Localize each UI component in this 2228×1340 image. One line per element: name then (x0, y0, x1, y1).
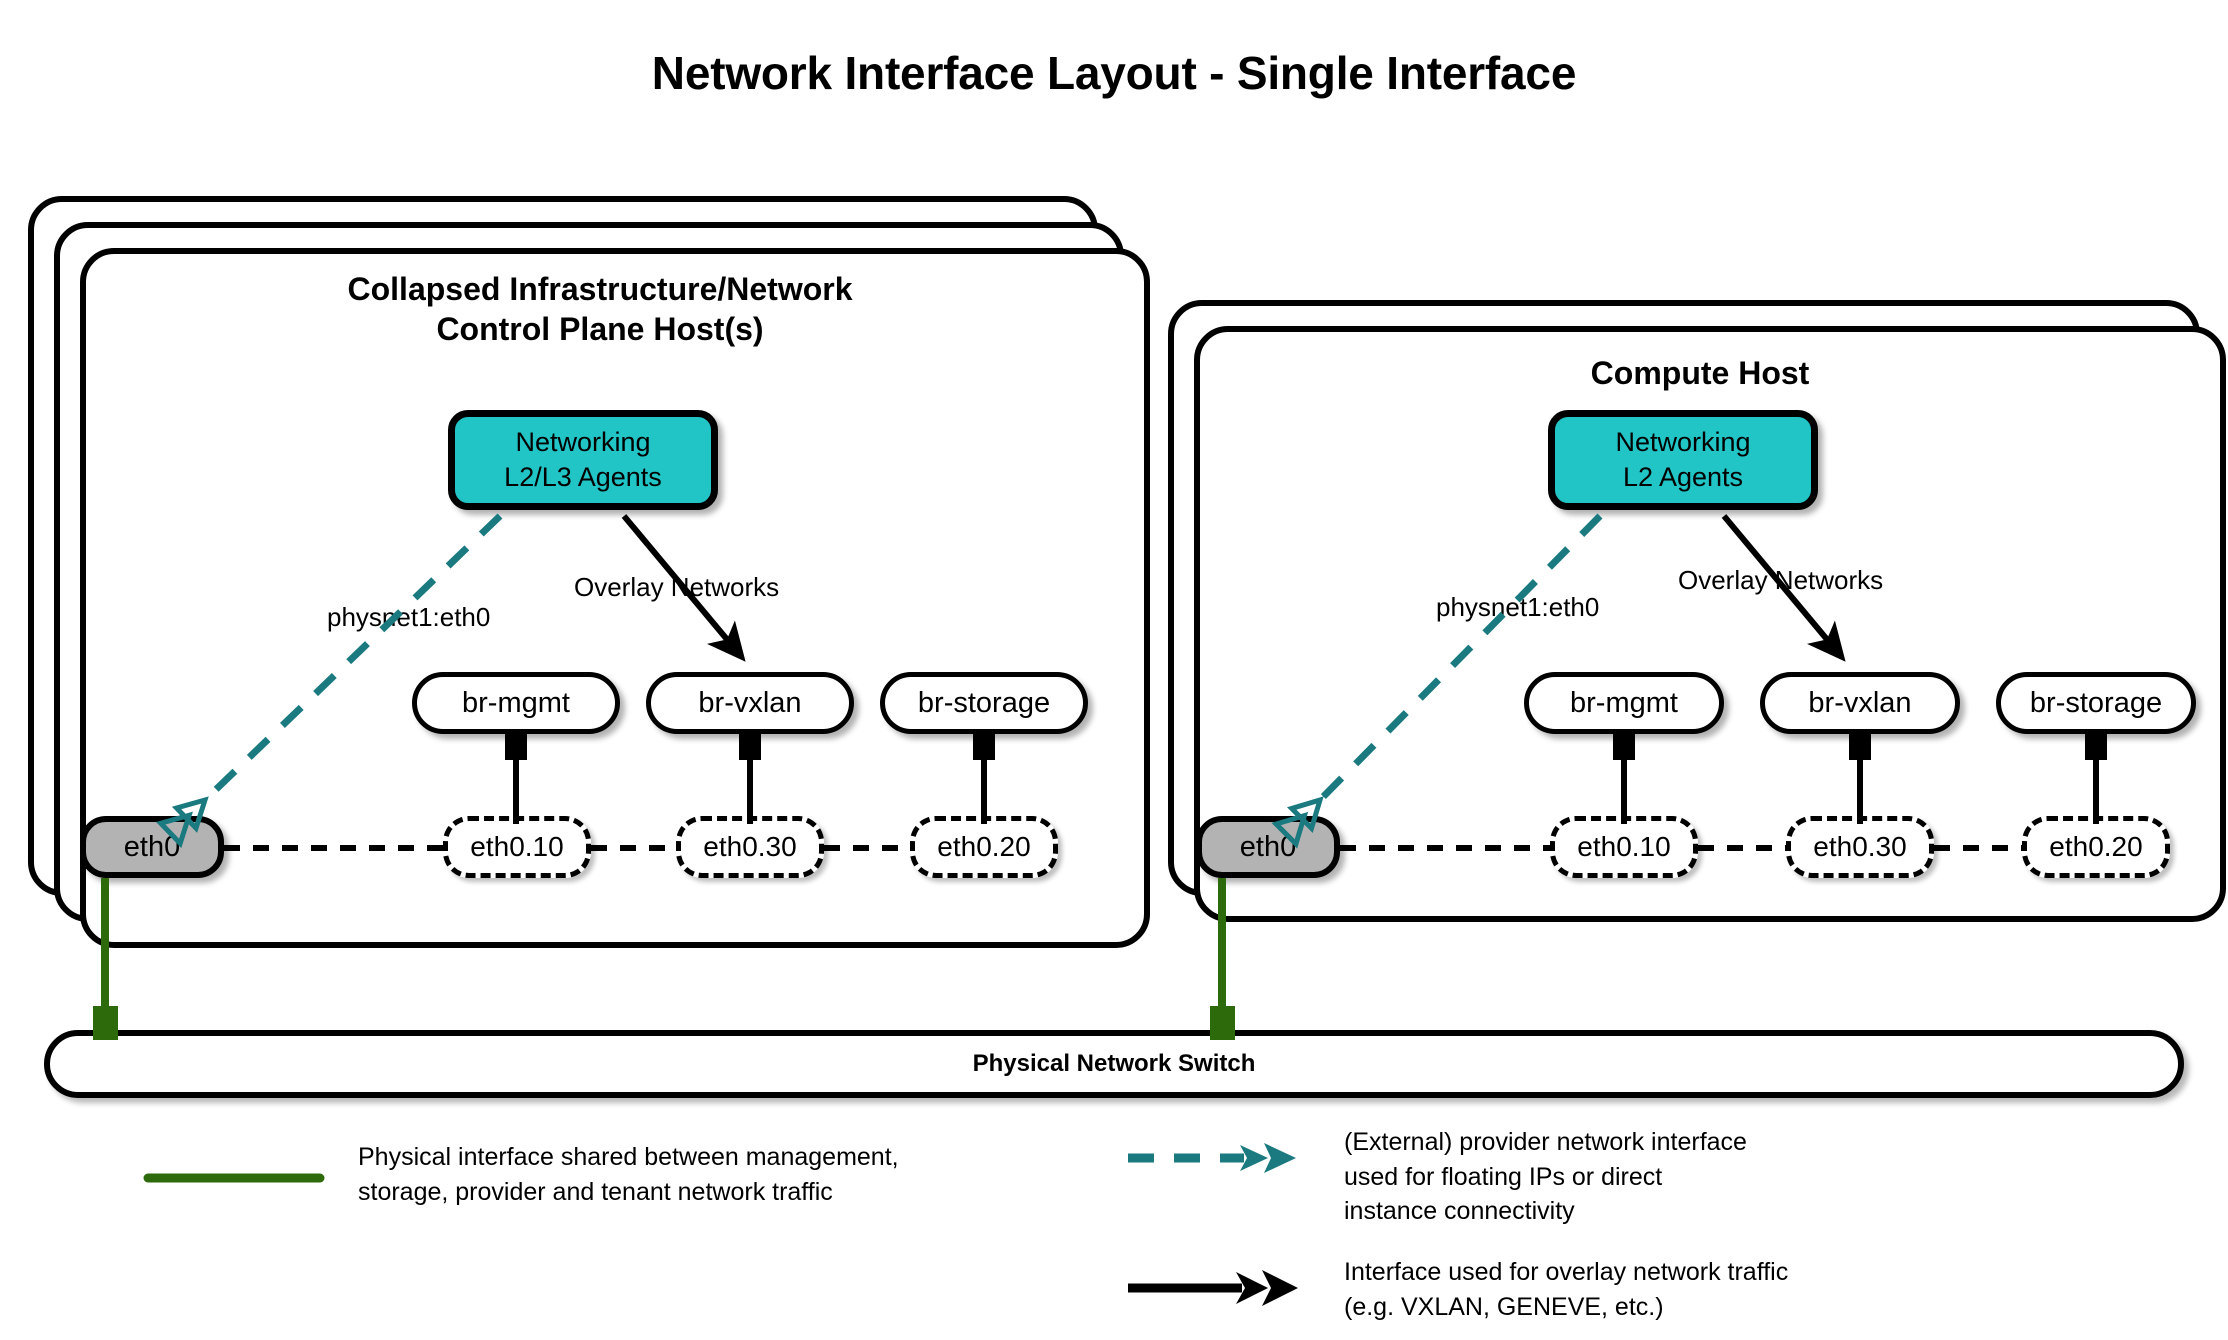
compute-bridge-br-vxlan[interactable]: br-vxlan (1760, 672, 1960, 734)
bridge-label: br-vxlan (1808, 686, 1912, 719)
control-plane-bridge-br-storage[interactable]: br-storage (880, 672, 1088, 734)
control-plane-provider-label: physnet1:eth0 (327, 602, 491, 632)
control-plane-eth0[interactable]: eth0 (80, 816, 224, 878)
vlan-label: eth0.10 (1577, 831, 1671, 862)
vlan-label: eth0.10 (470, 831, 564, 862)
compute-bridge-br-storage[interactable]: br-storage (1996, 672, 2196, 734)
bridge-label: br-storage (2029, 686, 2163, 719)
physical-network-switch[interactable]: Physical Network Switch (44, 1030, 2184, 1098)
control-plane-networking-agents[interactable]: Networking L2/L3 Agents (448, 410, 718, 510)
legend-overlay-text: Interface used for overlay network traff… (1344, 1258, 1789, 1321)
control-plane-agents-line2: L2/L3 Agents (504, 462, 662, 492)
control-plane-overlay-label: Overlay Networks (574, 572, 780, 602)
vlan-label: eth0.20 (937, 831, 1031, 862)
bridge-label: br-mgmt (462, 686, 570, 719)
compute-vlan-eth0-10[interactable]: eth0.10 (1550, 816, 1698, 878)
bridge-label: br-storage (917, 686, 1051, 719)
control-plane-agents-line1: Networking (515, 426, 651, 457)
compute-networking-agents[interactable]: Networking L2 Agents (1548, 410, 1818, 510)
eth0-label: eth0 (1239, 830, 1297, 863)
legend-provider-text: (External) provider network interface us… (1344, 1128, 1747, 1225)
bridge-label: br-vxlan (698, 686, 802, 719)
vlan-label: eth0.30 (703, 831, 797, 862)
control-plane-host-title-line1: Collapsed Infrastructure/Network (347, 271, 853, 307)
switch-label: Physical Network Switch (972, 1050, 1256, 1077)
bridge-label: br-mgmt (1570, 686, 1678, 719)
compute-vlan-eth0-20[interactable]: eth0.20 (2022, 816, 2170, 878)
page-title: Network Interface Layout - Single Interf… (651, 47, 1577, 99)
control-plane-bridge-br-mgmt[interactable]: br-mgmt (412, 672, 620, 734)
compute-bridge-br-mgmt[interactable]: br-mgmt (1524, 672, 1724, 734)
control-plane-vlan-eth0-30[interactable]: eth0.30 (676, 816, 824, 878)
compute-overlay-label: Overlay Networks (1678, 565, 1884, 595)
compute-provider-label: physnet1:eth0 (1436, 592, 1600, 622)
vlan-label: eth0.30 (1813, 831, 1907, 862)
vlan-label: eth0.20 (2049, 831, 2143, 862)
eth0-label: eth0 (123, 830, 181, 863)
control-plane-host-title: Collapsed Infrastructure/Network Control… (200, 270, 1000, 349)
compute-agents-line1: Networking (1615, 426, 1751, 457)
compute-eth0[interactable]: eth0 (1196, 816, 1340, 878)
legend-physical-text: Physical interface shared between manage… (358, 1143, 899, 1206)
control-plane-vlan-eth0-20[interactable]: eth0.20 (910, 816, 1058, 878)
control-plane-bridge-br-vxlan[interactable]: br-vxlan (646, 672, 854, 734)
control-plane-host-title-line2: Control Plane Host(s) (436, 310, 764, 347)
compute-vlan-eth0-30[interactable]: eth0.30 (1786, 816, 1934, 878)
compute-host-title: Compute Host (1300, 354, 2100, 394)
control-plane-vlan-eth0-10[interactable]: eth0.10 (443, 816, 591, 878)
compute-host-title-line1: Compute Host (1590, 355, 1810, 391)
compute-agents-line2: L2 Agents (1622, 462, 1744, 492)
